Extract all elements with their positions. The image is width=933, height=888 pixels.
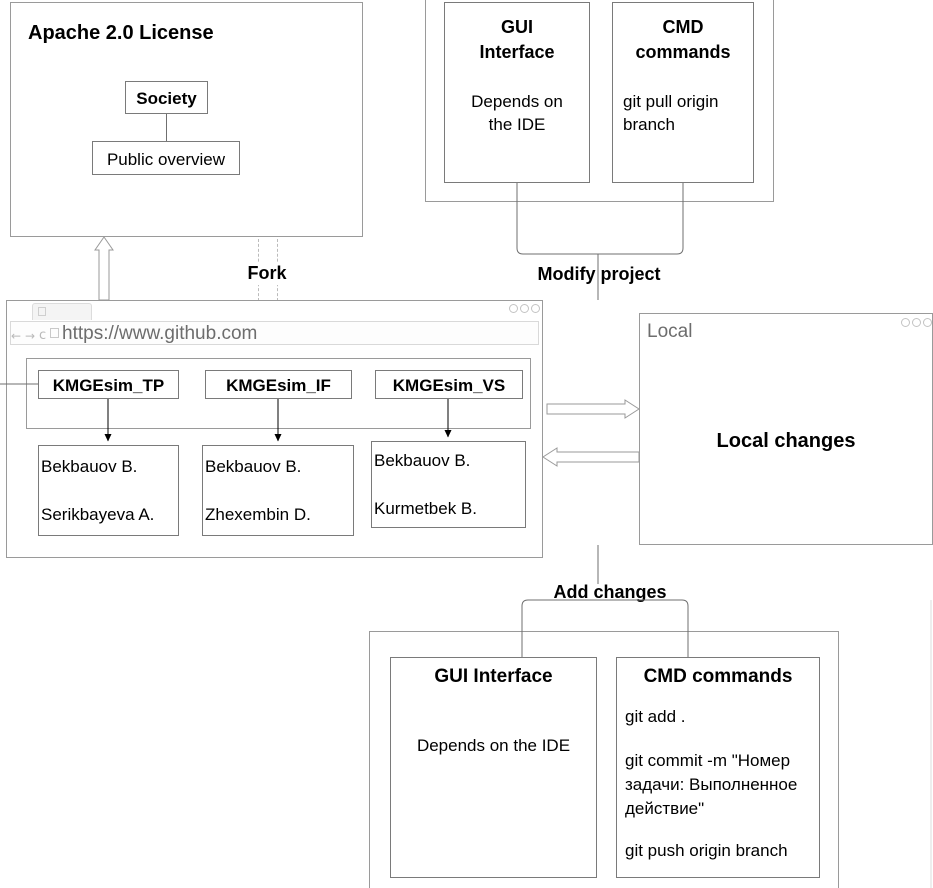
local-window-control-close[interactable] xyxy=(923,318,932,327)
local-window xyxy=(639,313,933,545)
top-gui-body-line1: Depends on xyxy=(471,92,563,111)
bottom-gui-body: Depends on the IDE xyxy=(416,736,571,755)
society-to-overview-line xyxy=(166,114,167,141)
local-window-control-maximize[interactable] xyxy=(912,318,921,327)
member-label-tp-2: Serikbayeva A. xyxy=(41,505,155,524)
browser-tab[interactable] xyxy=(32,303,92,320)
window-control-maximize[interactable] xyxy=(520,304,529,313)
nav-forward-icon[interactable]: → xyxy=(25,329,36,343)
member-label-tp-1: Bekbauov B. xyxy=(41,457,138,476)
local-window-title: Local xyxy=(647,321,693,342)
bottom-cmd-line-3: задачи: Выполненное xyxy=(625,775,798,794)
modify-project-label: Modify project xyxy=(499,263,699,286)
bottom-cmd-title: CMD commands xyxy=(643,666,793,687)
repo-box-kmgesim-tp[interactable] xyxy=(38,370,179,399)
repo-label-kmgesim-tp: KMGEsim_TP xyxy=(52,376,165,395)
top-cmd-body-line1: git pull origin xyxy=(623,92,719,111)
top-gui-title-line1: GUI xyxy=(500,17,533,37)
member-label-if-1: Bekbauov B. xyxy=(205,457,302,476)
apache-license-title: Apache 2.0 License xyxy=(28,22,214,44)
society-label: Society xyxy=(136,89,197,108)
site-favicon xyxy=(50,328,59,338)
repo-label-kmgesim-vs: KMGEsim_VS xyxy=(392,376,506,395)
member-label-vs-1: Bekbauov B. xyxy=(374,451,471,470)
apache-license-panel xyxy=(10,2,363,237)
url-bar[interactable] xyxy=(10,321,539,345)
url-text[interactable]: https://www.github.com xyxy=(62,323,258,344)
fork-block-arrow-up xyxy=(94,236,114,301)
bottom-cmd-line-1: git add . xyxy=(625,707,686,726)
top-gui-title-line2: Interface xyxy=(479,42,555,62)
repo-group-container xyxy=(26,358,531,429)
block-arrow-local-to-github xyxy=(542,447,640,467)
repo-label-kmgesim-if: KMGEsim_IF xyxy=(226,376,331,395)
nav-reload-icon[interactable]: c xyxy=(39,328,47,343)
bottom-cmd-line-2: git commit -m "Номер xyxy=(625,751,791,770)
members-box-kmgesim-vs xyxy=(371,441,526,528)
bottom-cmd-line-5: git push origin branch xyxy=(625,841,788,860)
public-overview-box xyxy=(92,141,240,175)
tab-page-icon xyxy=(38,307,46,316)
window-control-minimize[interactable] xyxy=(509,304,518,313)
top-gui-box xyxy=(444,2,590,183)
repo-box-kmgesim-if[interactable] xyxy=(205,370,352,399)
block-arrow-github-to-local xyxy=(546,399,640,419)
top-cmd-box xyxy=(612,2,754,183)
nav-back-icon[interactable]: ← xyxy=(11,329,22,343)
member-label-vs-2: Kurmetbek B. xyxy=(374,499,477,518)
add-changes-label: Add changes xyxy=(510,581,710,604)
members-box-kmgesim-if xyxy=(202,445,354,536)
society-box xyxy=(125,81,208,114)
top-cmd-body-line2: branch xyxy=(623,115,675,134)
member-label-if-2: Zhexembin D. xyxy=(205,505,311,524)
fork-label: Fork xyxy=(217,262,317,285)
top-gui-body-line2: the IDE xyxy=(488,115,546,134)
public-overview-label: Public overview xyxy=(106,150,226,169)
top-cmd-title-line1: CMD xyxy=(662,17,704,37)
local-window-control-minimize[interactable] xyxy=(901,318,910,327)
bottom-cmd-box xyxy=(616,657,820,878)
top-cmd-title-line2: commands xyxy=(635,42,731,62)
bottom-gui-title: GUI Interface xyxy=(434,666,553,687)
bottom-gui-box xyxy=(390,657,597,878)
members-box-kmgesim-tp xyxy=(38,445,179,536)
repo-box-kmgesim-vs[interactable] xyxy=(375,370,523,399)
window-control-close[interactable] xyxy=(531,304,540,313)
local-changes-label: Local changes xyxy=(716,430,856,452)
bottom-cmd-line-4: действие" xyxy=(625,799,705,818)
